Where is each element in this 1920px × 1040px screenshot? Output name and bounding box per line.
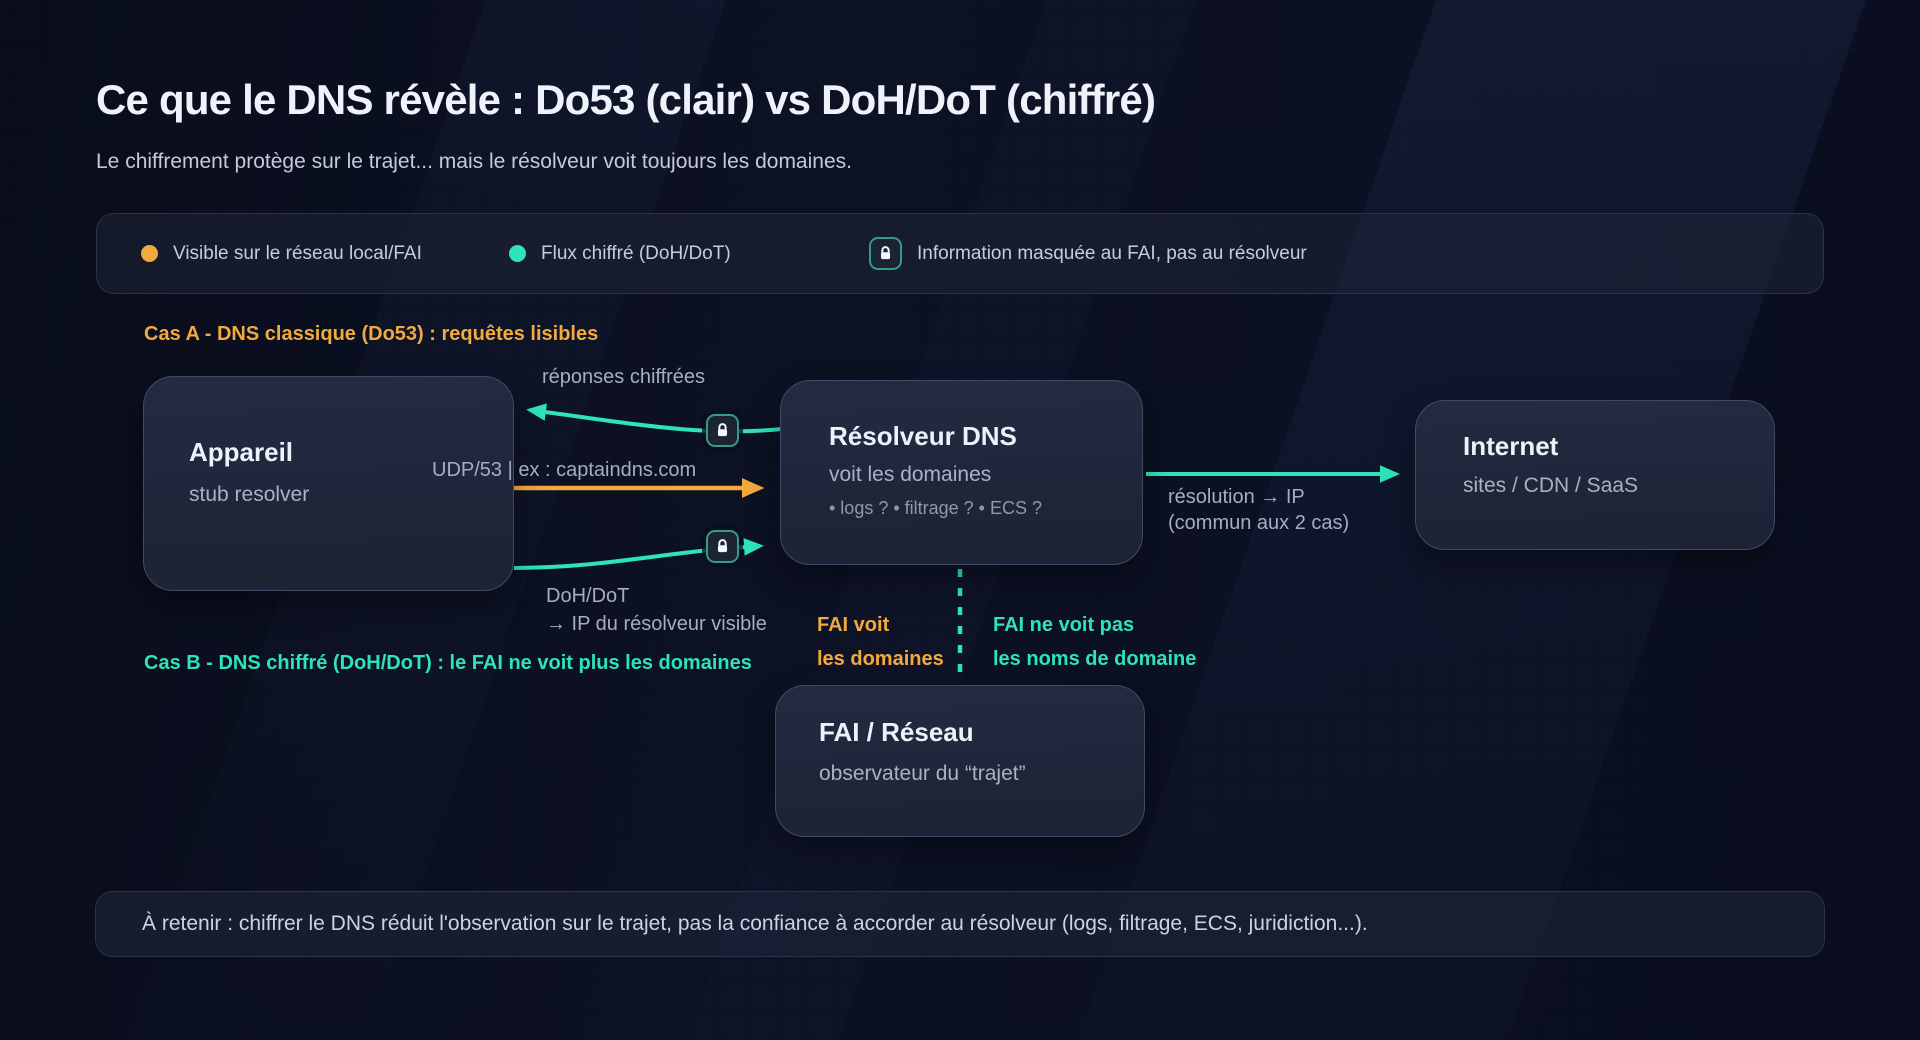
node-internet-title: Internet	[1463, 431, 1559, 461]
node-isp-title: FAI / Réseau	[819, 717, 974, 747]
case-a-label: Cas A - DNS classique (Do53) : requêtes …	[144, 323, 599, 345]
isp-sees-annotation: FAI voit les domaines	[817, 608, 944, 676]
encrypted-responses-label: réponses chiffrées	[542, 366, 706, 388]
legend-bar: Visible sur le réseau local/FAI Flux chi…	[96, 213, 1824, 294]
isp-sees-line2: les domaines	[817, 648, 944, 670]
node-isp: FAI / Réseau observateur du “trajet”	[775, 685, 1145, 837]
resolution-label-line1: résolution → IP	[1168, 486, 1305, 508]
isp-blind-line1: FAI ne voit pas	[993, 614, 1135, 636]
node-resolver-detail: • logs ? • filtrage ? • ECS ?	[829, 498, 1043, 518]
doh-dot-label-line1: DoH/DoT	[546, 585, 630, 607]
node-resolver-subtitle: voit les domaines	[829, 463, 992, 486]
doh-dot-label-line2: → IP du résolveur visible	[546, 613, 767, 635]
case-b-label: Cas B - DNS chiffré (DoH/DoT) : le FAI n…	[144, 652, 752, 674]
teal-dot-icon	[509, 245, 526, 262]
page-subtitle: Le chiffrement protège sur le trajet... …	[96, 150, 852, 173]
node-internet-subtitle: sites / CDN / SaaS	[1463, 474, 1639, 497]
lock-icon-encrypted-response	[706, 414, 739, 447]
node-internet: Internet sites / CDN / SaaS	[1415, 400, 1775, 550]
encrypted-response-arrow	[526, 403, 783, 434]
page-title: Ce que le DNS révèle : Do53 (clair) vs D…	[96, 76, 1156, 123]
legend-label: Flux chiffré (DoH/DoT)	[541, 242, 731, 264]
node-resolver-title: Résolveur DNS	[829, 421, 1017, 451]
legend-label: Visible sur le réseau local/FAI	[173, 242, 422, 264]
node-isp-subtitle: observateur du “trajet”	[819, 762, 1026, 785]
resolution-label-line2: (commun aux 2 cas)	[1168, 512, 1350, 534]
lock-icon	[869, 237, 902, 270]
isp-blind-line2: les noms de domaine	[993, 648, 1197, 670]
node-device-subtitle: stub resolver	[189, 483, 310, 506]
isp-sees-line1: FAI voit	[817, 614, 890, 636]
node-resolver: Résolveur DNS voit les domaines • logs ?…	[780, 380, 1143, 565]
legend-item-encrypted: Flux chiffré (DoH/DoT)	[509, 214, 731, 293]
legend-item-visible: Visible sur le réseau local/FAI	[141, 214, 422, 293]
orange-dot-icon	[141, 245, 158, 262]
udp53-label: UDP/53 | ex : captaindns.com	[432, 459, 697, 481]
legend-item-masked: Information masquée au FAI, pas au résol…	[869, 214, 1307, 293]
legend-label: Information masquée au FAI, pas au résol…	[917, 242, 1307, 264]
lock-icon-doh-dot	[706, 530, 739, 563]
takeaway-text: À retenir : chiffrer le DNS réduit l'obs…	[142, 912, 1368, 935]
node-device-title: Appareil	[189, 437, 294, 467]
node-device: Appareil stub resolver	[143, 376, 514, 591]
takeaway-bar: À retenir : chiffrer le DNS réduit l'obs…	[95, 891, 1825, 957]
isp-blind-annotation: FAI ne voit pas les noms de domaine	[993, 608, 1196, 676]
